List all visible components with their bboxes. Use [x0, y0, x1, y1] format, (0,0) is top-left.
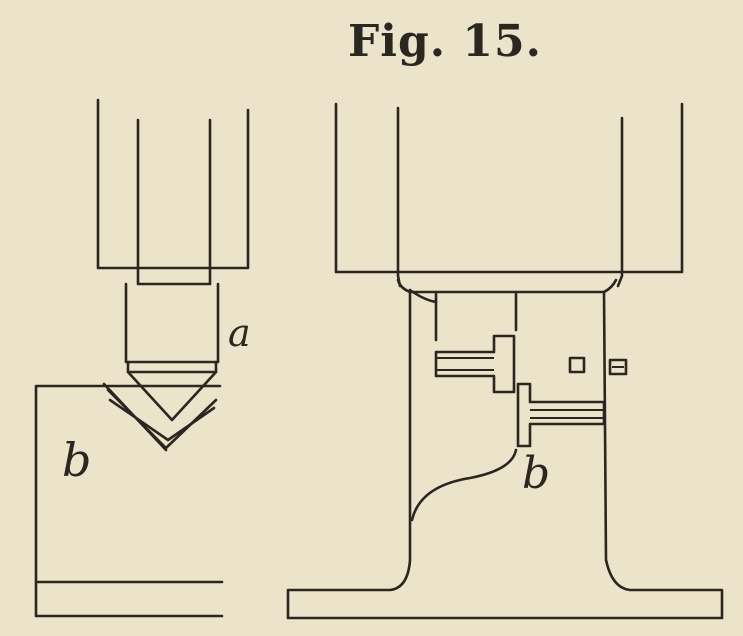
- punch-a: [124, 282, 220, 422]
- label-b-right: b: [522, 448, 550, 499]
- right-ram: [334, 102, 684, 288]
- square-marker: [568, 356, 586, 374]
- tool-holder-lower: [516, 382, 606, 448]
- bolt-marker: [608, 358, 628, 376]
- tool-holder-upper: [434, 334, 516, 394]
- label-b-left: b: [62, 433, 91, 487]
- right-view: b: [286, 102, 724, 620]
- label-a: a: [228, 311, 251, 355]
- inner-support: [408, 288, 518, 522]
- left-base: [34, 384, 224, 618]
- press-frame: [286, 278, 724, 620]
- left-view: a b: [34, 98, 251, 618]
- figure-title: Fig. 15.: [348, 16, 542, 67]
- left-ram: [96, 98, 250, 286]
- die-b: [102, 382, 218, 452]
